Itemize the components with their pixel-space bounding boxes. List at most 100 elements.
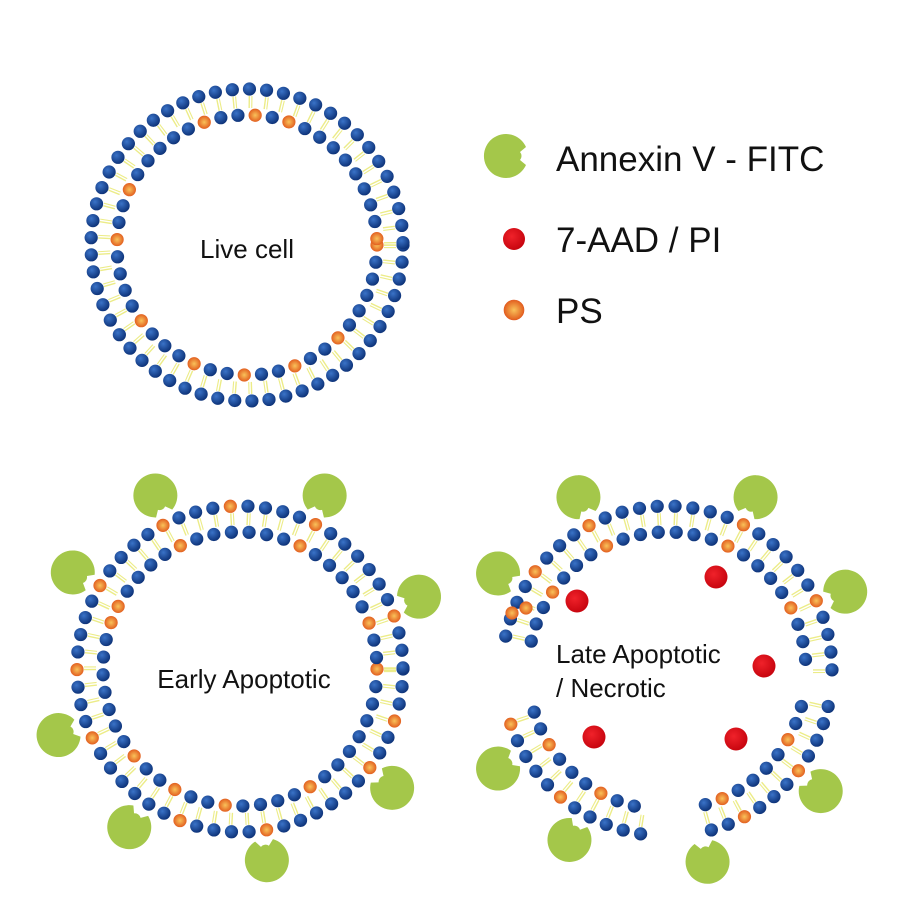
lipid-tail	[363, 165, 373, 171]
lipid-head	[228, 394, 241, 407]
lipid-head	[511, 734, 524, 747]
lipid-head	[579, 777, 592, 790]
lipid-tail	[749, 792, 756, 802]
ps-head	[582, 519, 595, 532]
lipid-head	[791, 564, 804, 577]
lipid-tail	[229, 813, 230, 825]
lipid-head	[207, 528, 220, 541]
lipid-head	[801, 578, 814, 591]
lipid-head	[104, 314, 117, 327]
lipid-head	[553, 539, 566, 552]
lipid-head	[367, 633, 380, 646]
lipid-head	[699, 798, 712, 811]
ps-head	[362, 616, 375, 629]
lipid-head	[352, 347, 365, 360]
lipid-tail	[733, 801, 739, 812]
lipid-head	[687, 528, 700, 541]
lipid-head	[103, 703, 116, 716]
lipid-tail	[810, 702, 822, 705]
lipid-head	[651, 500, 664, 513]
lipid-tail	[167, 796, 173, 807]
lipid-head	[370, 651, 383, 664]
annexin-v-shape	[43, 542, 101, 601]
lipid-tail	[354, 574, 364, 581]
lipid-head	[670, 526, 683, 539]
lipid-head	[541, 778, 554, 791]
lipid-head	[372, 155, 385, 168]
lipid-tail	[362, 745, 372, 751]
lipid-head	[360, 289, 373, 302]
lipid-head	[182, 122, 195, 135]
lipid-tail	[381, 637, 393, 640]
lipid-head	[343, 745, 356, 758]
lipid-tail	[117, 173, 128, 179]
lipid-head	[153, 142, 166, 155]
lipid-tail	[173, 364, 179, 374]
lipid-tail	[214, 515, 216, 527]
lipid-head	[103, 165, 116, 178]
lipid-head	[147, 114, 160, 127]
dye-dot	[753, 655, 776, 678]
lipid-head	[540, 551, 553, 564]
lipid-head	[85, 248, 98, 261]
lipid-head	[369, 680, 382, 693]
lipid-head	[737, 548, 750, 561]
lipid-head	[122, 137, 135, 150]
lipid-head	[111, 151, 124, 164]
lipid-tail	[362, 319, 372, 325]
ps-head	[543, 738, 556, 751]
ps-head	[260, 823, 273, 836]
lipid-head	[766, 538, 779, 551]
lipid-tail	[736, 800, 742, 811]
lipid-head	[381, 593, 394, 606]
lipid-head	[557, 571, 570, 584]
lipid-tail	[105, 741, 115, 747]
lipid-head	[721, 511, 734, 524]
lipid-tail	[115, 309, 126, 315]
lipid-head	[192, 90, 205, 103]
lipid-head	[331, 758, 344, 771]
lipid-tail	[674, 513, 675, 525]
lipid-head	[74, 698, 87, 711]
annexin-v-icon	[727, 468, 785, 525]
lipid-tail	[381, 700, 393, 703]
lipid-tail	[219, 99, 221, 111]
lipid-head	[366, 272, 379, 285]
lipid-tail	[309, 532, 315, 543]
ps-head	[388, 609, 401, 622]
ps-head	[716, 792, 729, 805]
ps-head	[104, 616, 117, 629]
lipid-tail	[658, 513, 659, 525]
late-apoptotic-cell	[468, 468, 874, 888]
lipid-tail	[320, 539, 327, 549]
lipid-head	[115, 775, 128, 788]
lipid-head	[97, 650, 110, 663]
lipid-head	[115, 551, 128, 564]
lipid-head	[529, 765, 542, 778]
lipid-head	[277, 819, 290, 832]
lipid-tail	[165, 795, 171, 806]
lipid-head	[634, 827, 647, 840]
lipid-head	[340, 359, 353, 372]
lipid-head	[242, 825, 255, 838]
lipid-head	[149, 365, 162, 378]
lipid-head	[796, 635, 809, 648]
lipid-tail	[381, 275, 393, 278]
lipid-tail	[513, 638, 525, 641]
lipid-tail	[100, 222, 112, 224]
lipid-head	[499, 630, 512, 643]
lipid-tail	[380, 634, 392, 637]
lipid-head	[158, 339, 171, 352]
lipid-tail	[593, 800, 599, 811]
lipid-head	[309, 98, 322, 111]
lipid-tail	[643, 515, 645, 527]
lipid-head	[351, 128, 364, 141]
lipid-tail	[186, 109, 191, 120]
ps-head	[173, 814, 186, 827]
lipid-tail	[809, 705, 821, 708]
early-apoptotic-label: Early Apoptotic	[157, 664, 330, 694]
lipid-tail	[233, 381, 234, 393]
lipid-tail	[265, 515, 267, 527]
lipid-tail	[370, 179, 381, 184]
